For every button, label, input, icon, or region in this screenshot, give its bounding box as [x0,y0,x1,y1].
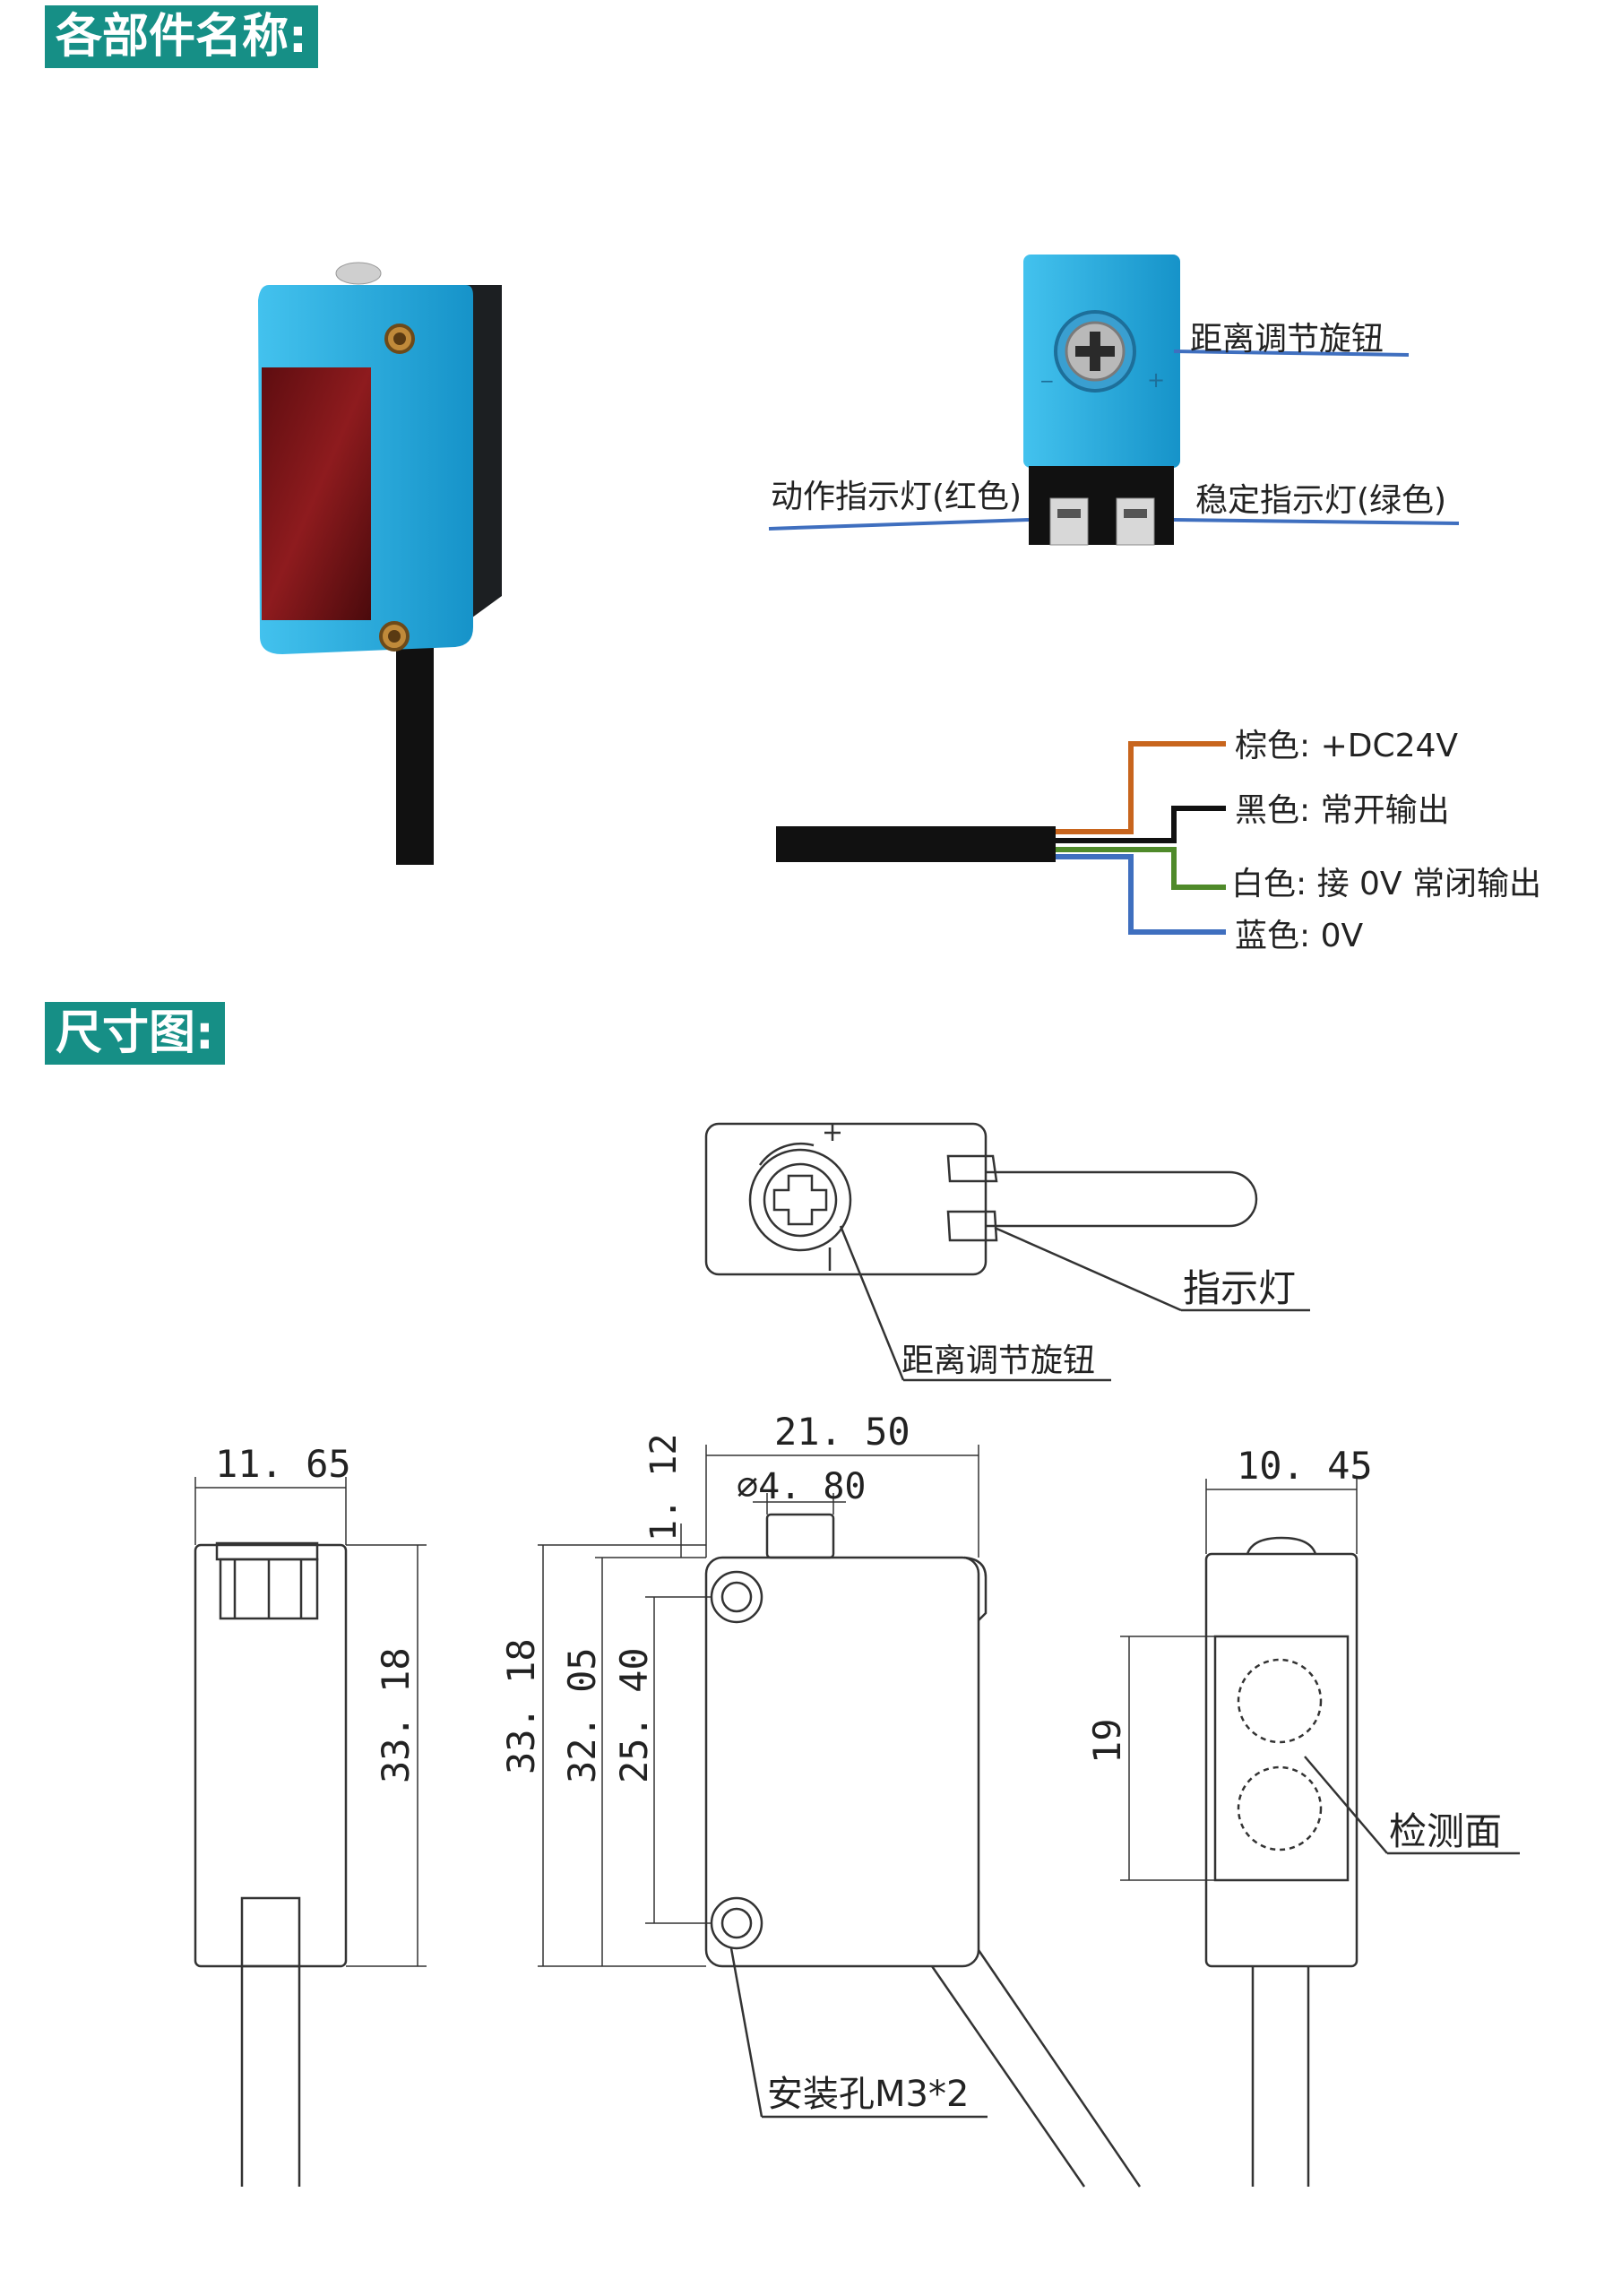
sensor-cable [396,627,434,865]
dim-front-offset: 1. 12 [643,1434,685,1541]
red-lens-window [262,367,371,620]
section-title-dimensions: 尺寸图: [45,1002,225,1065]
leader-indicator [994,1226,1182,1312]
dim-front-h1: 33. 18 [499,1638,543,1774]
drawing-left-view [194,1477,427,2187]
svg-text:−: − [1039,370,1055,392]
wire-label-brown: 棕色: +DC24V [1235,728,1458,764]
dim-left-width: 11. 65 [215,1442,351,1486]
wire-label-black: 黑色: 常开输出 [1235,792,1450,829]
leader-stable-led [1173,518,1460,525]
wire-label-white: 白色: 接 0V 常闭输出 [1231,866,1541,902]
label-action-led: 动作指示灯(红色) [771,479,1022,515]
dim-front-h2: 32. 05 [560,1647,604,1783]
dim-right-width: 10. 45 [1237,1444,1373,1488]
sensor-photo-front [258,262,502,865]
label-drawing-knob: 距离调节旋钮 [901,1342,1095,1379]
section-title-parts: 各部件名称: [45,5,318,68]
label-mounting-hole: 安装孔M3*2 [767,2074,969,2115]
label-indicator-light: 指示灯 [1183,1266,1296,1310]
label-distance-knob: 距离调节旋钮 [1190,321,1384,358]
leader-action-led [768,518,1030,531]
leader-drawing-knob [839,1225,905,1381]
drawing-top-view [704,1122,1258,1276]
dim-right-face: 19 [1085,1718,1129,1764]
dim-front-h3: 25. 40 [612,1647,656,1783]
leader-knob [1173,350,1410,357]
dim-left-height: 33. 18 [374,1647,418,1783]
label-detection-surface: 检测面 [1389,1809,1502,1853]
wire-brown [1056,741,1226,834]
wire-blue [1056,854,1226,935]
label-stable-led: 稳定指示灯(绿色) [1195,482,1446,519]
wire-white [1056,847,1226,890]
dim-front-width: 21. 50 [774,1410,910,1454]
wiring-diagram [776,741,1226,935]
cable-jacket [776,826,1056,862]
sensor-photo-top: − + [1023,255,1180,546]
dim-front-dia: ⌀4. 80 [737,1466,867,1507]
leader-detection-surface [1304,1756,1388,1854]
wire-black [1056,806,1226,843]
drawing-front-view [538,1445,1142,2188]
svg-text:+: + [1147,367,1165,393]
leader-mounting-hole [729,1947,763,2118]
wire-label-blue: 蓝色: 0V [1235,918,1363,954]
drawing-right-view [1120,1479,1359,2187]
